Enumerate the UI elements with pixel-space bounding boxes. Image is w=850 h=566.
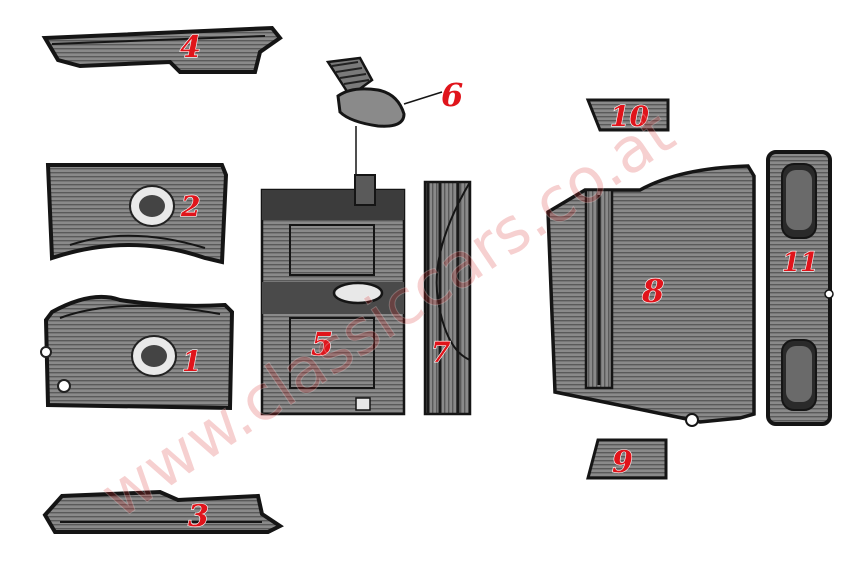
part-label-5: 5: [311, 325, 333, 363]
part-label-10: 10: [610, 100, 649, 133]
mat-part-9: [586, 438, 668, 480]
part-label-3: 3: [188, 499, 209, 534]
part-label-11: 11: [782, 248, 818, 278]
part-label-9: 9: [612, 445, 633, 480]
mat-part-10: [585, 98, 670, 132]
part-label-2: 2: [180, 190, 200, 223]
part-label-8: 8: [641, 272, 664, 310]
mat-part-2: [45, 163, 229, 265]
mat-part-1: [40, 294, 235, 411]
part-label-1: 1: [182, 345, 201, 378]
part-label-6: 6: [441, 76, 463, 114]
mat-part-7: [423, 180, 472, 416]
part-label-7: 7: [431, 336, 451, 369]
mat-part-8: [546, 164, 756, 427]
mat-part-3: [42, 489, 284, 534]
mat-part-5: [260, 174, 406, 416]
part-label-4: 4: [180, 30, 201, 65]
mat-part-11: [766, 150, 834, 426]
mat-part-4: [41, 25, 283, 74]
